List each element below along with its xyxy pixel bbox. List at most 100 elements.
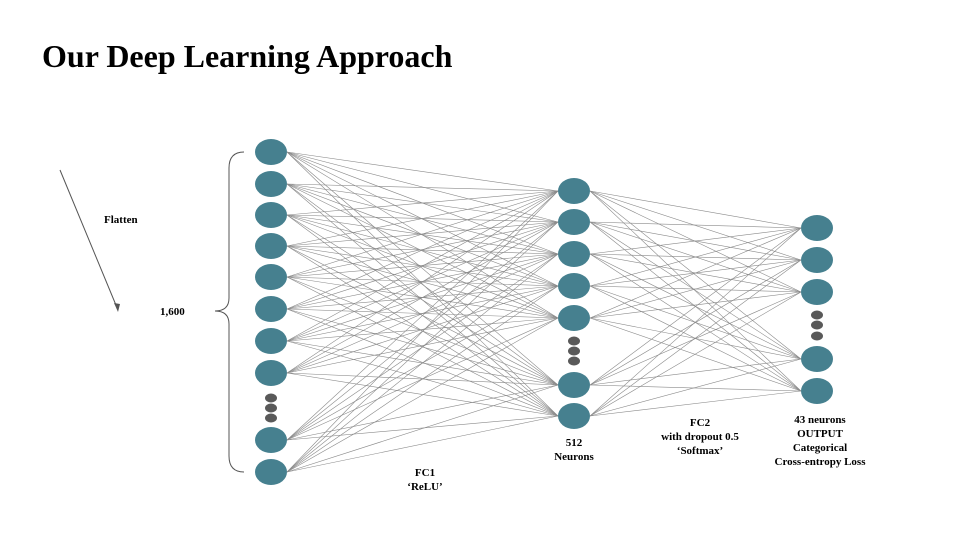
connection-line bbox=[589, 227, 802, 255]
output-neuron bbox=[801, 247, 833, 273]
connection-line bbox=[286, 151, 559, 417]
input-brace bbox=[214, 151, 245, 473]
hidden-ellipsis-dot bbox=[568, 356, 580, 366]
connection-line bbox=[286, 221, 559, 342]
connection-line bbox=[286, 221, 559, 310]
neurons bbox=[255, 139, 833, 485]
connection-line bbox=[286, 151, 559, 192]
hidden-unit: Neurons bbox=[554, 451, 594, 463]
connection-line bbox=[286, 415, 559, 473]
connection-line bbox=[286, 183, 559, 192]
hidden-neuron bbox=[558, 209, 590, 235]
connection-line bbox=[589, 259, 802, 319]
connection-line bbox=[589, 227, 802, 287]
output-neuron bbox=[801, 378, 833, 404]
connection-line bbox=[589, 227, 802, 386]
output-count: 43 neurons bbox=[794, 414, 846, 426]
connection-line bbox=[286, 214, 559, 287]
fc1-activation: ‘ReLU’ bbox=[407, 481, 443, 493]
output-ellipsis-dot bbox=[811, 320, 823, 330]
connection-line bbox=[286, 317, 559, 374]
fc2-dropout: with dropout 0.5 bbox=[661, 431, 739, 443]
connection-line bbox=[286, 308, 559, 417]
input-neuron bbox=[255, 360, 287, 386]
input-neuron bbox=[255, 264, 287, 290]
connection-line bbox=[589, 358, 802, 417]
connection-line bbox=[286, 183, 559, 386]
connection-line bbox=[589, 259, 802, 386]
input-neuron bbox=[255, 328, 287, 354]
hidden-neuron bbox=[558, 372, 590, 398]
flatten-arrow-head bbox=[114, 303, 120, 312]
connection-line bbox=[286, 415, 559, 441]
input-ellipsis-dot bbox=[265, 403, 277, 413]
page-title: Our Deep Learning Approach bbox=[42, 38, 453, 74]
connection-line bbox=[286, 214, 559, 319]
hidden-ellipsis-dot bbox=[568, 346, 580, 356]
connection-line bbox=[286, 340, 559, 417]
hidden-neuron bbox=[558, 403, 590, 429]
output-title: OUTPUT bbox=[797, 428, 843, 440]
connection-line bbox=[589, 190, 802, 229]
connection-line bbox=[286, 190, 559, 247]
connection-line bbox=[286, 276, 559, 417]
connection-line bbox=[286, 151, 559, 386]
connection-line bbox=[589, 384, 802, 392]
connection-line bbox=[589, 358, 802, 386]
connection-line bbox=[286, 183, 559, 287]
connection-line bbox=[286, 183, 559, 319]
connection-line bbox=[286, 221, 559, 278]
output-neuron bbox=[801, 346, 833, 372]
fc2-title: FC2 bbox=[689, 417, 711, 429]
input-neuron bbox=[255, 171, 287, 197]
fc1-label: FC1 ‘ReLU’ bbox=[385, 466, 465, 494]
connection-line bbox=[286, 214, 559, 386]
connection-line bbox=[286, 183, 559, 255]
fc1-title: FC1 bbox=[414, 467, 436, 479]
output-label: 43 neurons OUTPUT Categorical Cross-entr… bbox=[760, 413, 880, 469]
connection-line bbox=[286, 384, 559, 441]
connection-line bbox=[286, 384, 559, 473]
connection-line bbox=[589, 317, 802, 392]
connection-line bbox=[589, 291, 802, 319]
input-size-label: 1,600 bbox=[160, 306, 185, 318]
connection-line bbox=[286, 190, 559, 216]
connection-line bbox=[286, 190, 559, 278]
connection-line bbox=[589, 390, 802, 417]
connection-line bbox=[589, 221, 802, 229]
connection-line bbox=[286, 190, 559, 473]
output-loss-type: Categorical bbox=[792, 442, 848, 454]
connection-lines bbox=[286, 151, 802, 473]
fc2-label: FC2 with dropout 0.5 ‘Softmax’ bbox=[640, 416, 760, 458]
annotations bbox=[59, 151, 245, 473]
output-neuron bbox=[801, 215, 833, 241]
hidden-neuron bbox=[558, 273, 590, 299]
connection-line bbox=[286, 285, 559, 473]
connection-line bbox=[286, 253, 559, 374]
connection-line bbox=[286, 285, 559, 374]
output-loss-name: Cross-entropy Loss bbox=[774, 456, 866, 468]
hidden-ellipsis-dot bbox=[568, 336, 580, 346]
flatten-arrow-line bbox=[59, 169, 119, 311]
connection-line bbox=[589, 190, 802, 392]
connection-line bbox=[286, 372, 559, 417]
output-ellipsis-dot bbox=[811, 331, 823, 341]
hidden-neuron bbox=[558, 241, 590, 267]
connection-line bbox=[286, 151, 559, 223]
input-ellipsis-dot bbox=[265, 393, 277, 403]
connection-line bbox=[589, 221, 802, 360]
connection-line bbox=[286, 221, 559, 473]
output-ellipsis-dot bbox=[811, 310, 823, 320]
input-neuron bbox=[255, 139, 287, 165]
connection-line bbox=[286, 221, 559, 374]
hidden-label: 512 Neurons bbox=[534, 436, 614, 464]
input-ellipsis-dot bbox=[265, 413, 277, 423]
connection-line bbox=[286, 221, 559, 441]
connection-line bbox=[286, 190, 559, 342]
hidden-neuron bbox=[558, 305, 590, 331]
connection-line bbox=[589, 259, 802, 417]
input-neuron bbox=[255, 202, 287, 228]
connection-line bbox=[286, 190, 559, 310]
hidden-count: 512 bbox=[565, 437, 583, 449]
